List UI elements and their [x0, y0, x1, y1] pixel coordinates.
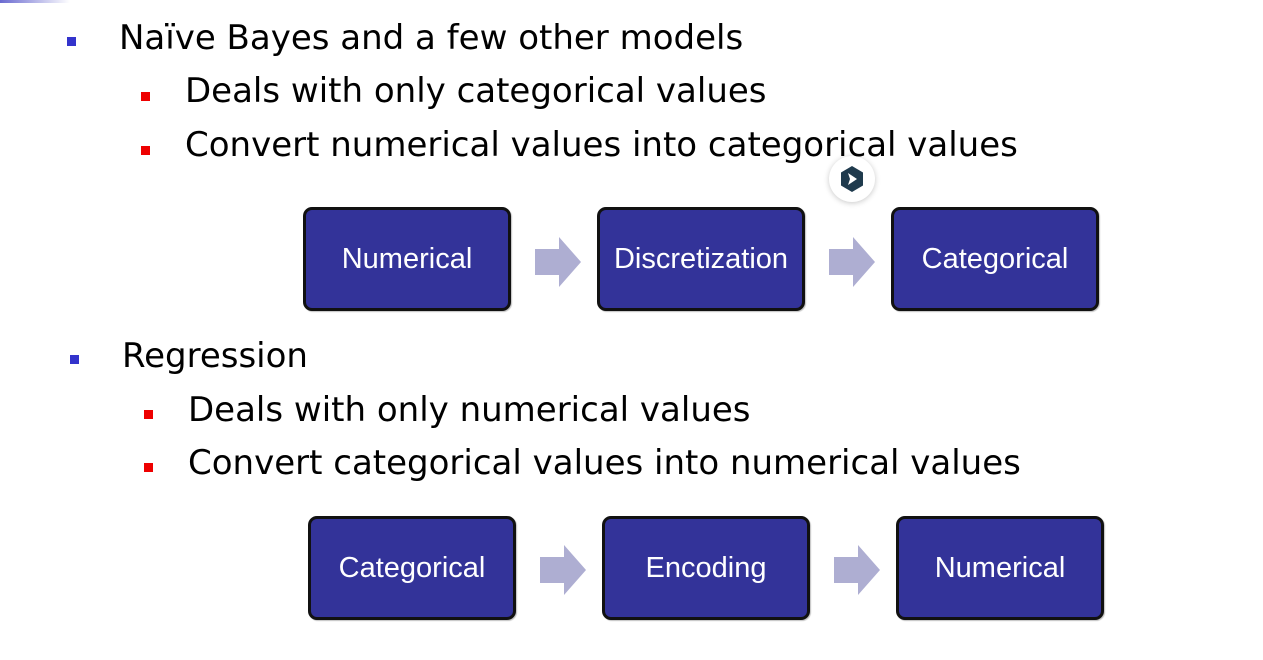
flow-2-box-encoding: Encoding — [602, 516, 810, 620]
flow-2-arrow-1 — [540, 545, 586, 595]
section-1-point-1-bullet — [141, 92, 150, 101]
section-2-bullet — [70, 355, 79, 364]
flow-2-arrow-2 — [834, 545, 880, 595]
flow-2-box-categorical: Categorical — [308, 516, 516, 620]
flow-1-box-numerical: Numerical — [303, 207, 511, 311]
section-2-point-1: Deals with only numerical values — [188, 390, 751, 430]
top-accent-line — [0, 0, 70, 3]
flow-1-arrow-2 — [829, 237, 875, 287]
flow-2-box-numerical: Numerical — [896, 516, 1104, 620]
flow-1-arrow-1 — [535, 237, 581, 287]
section-2-point-2: Convert categorical values into numerica… — [188, 443, 1021, 483]
section-1-bullet — [67, 37, 76, 46]
flow-1-box-categorical: Categorical — [891, 207, 1099, 311]
section-2-heading: Regression — [122, 336, 308, 376]
flow-1-box-discretization: Discretization — [597, 207, 805, 311]
section-2-point-2-bullet — [144, 463, 153, 472]
section-1-heading: Naïve Bayes and a few other models — [119, 18, 744, 58]
share-arrow-icon — [841, 166, 863, 192]
section-2-point-1-bullet — [144, 410, 153, 419]
section-1-point-1: Deals with only categorical values — [185, 71, 767, 111]
section-1-point-2: Convert numerical values into categorica… — [185, 125, 1018, 165]
floating-action-button[interactable] — [829, 156, 875, 202]
section-1-point-2-bullet — [141, 146, 150, 155]
